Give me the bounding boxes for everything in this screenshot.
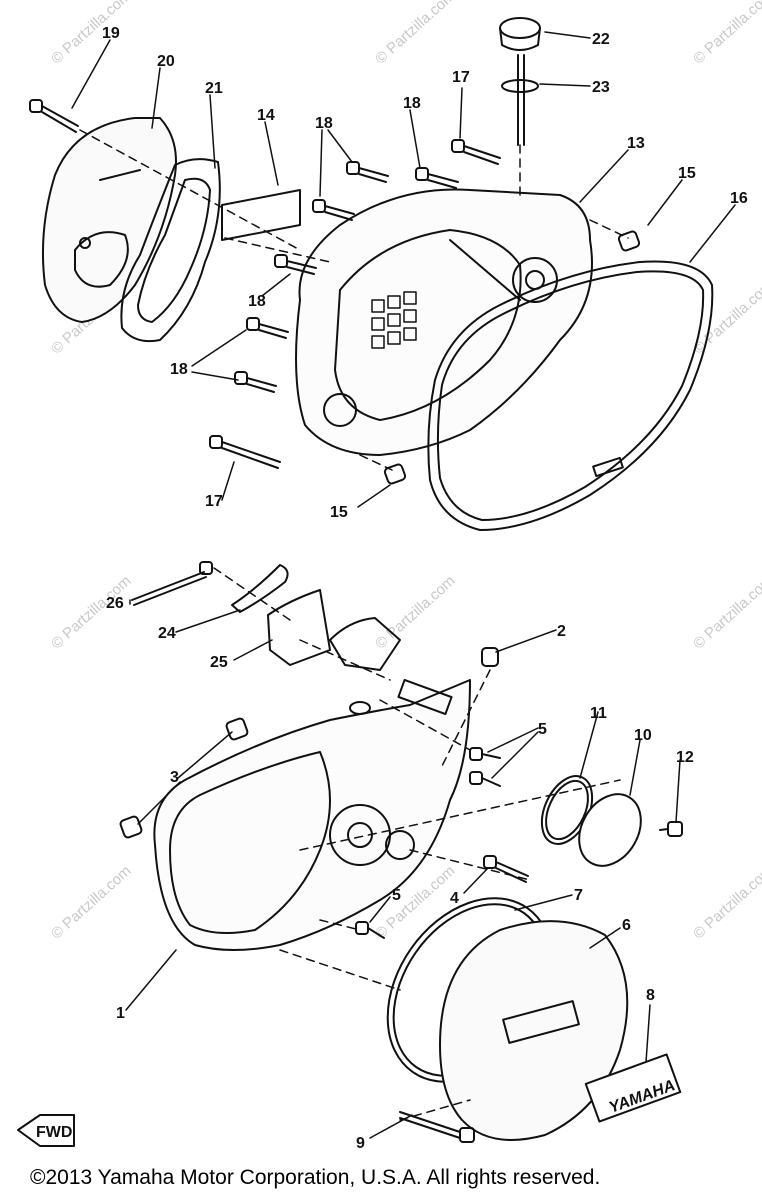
callout-1: 1: [116, 1005, 125, 1022]
callout-8: 8: [646, 987, 655, 1004]
part-18-bolt: [312, 199, 355, 221]
part-22-plug: [499, 17, 541, 146]
part-10-cap: [578, 793, 642, 867]
part-5-bolt: [355, 921, 385, 939]
callout-15: 15: [330, 504, 348, 521]
callout-4: 4: [450, 890, 459, 907]
part-1-cover: [153, 678, 471, 951]
part-8-badge: [584, 1053, 682, 1123]
fwd-arrow-icon: [17, 1114, 75, 1147]
callout-23: 23: [592, 79, 610, 96]
part-6-cover: [439, 920, 629, 1141]
callout-2: 2: [557, 623, 566, 640]
callout-15: 15: [678, 165, 696, 182]
part-2-plug: [481, 647, 499, 667]
part-25-plate: [267, 589, 331, 666]
callout-24: 24: [158, 625, 176, 642]
callout-10: 10: [634, 727, 652, 744]
part-17-bolt: [209, 435, 281, 469]
callout-5: 5: [392, 887, 401, 904]
part-21-bolt: [29, 99, 79, 133]
fwd-label: FWD: [36, 1124, 72, 1141]
callout-20: 21: [205, 80, 223, 97]
part-23-o-ring: [501, 79, 539, 93]
part-24-clamp: [231, 564, 289, 613]
part-12-bolt: [659, 821, 683, 837]
callout-18: 18: [403, 95, 421, 112]
callout-18: 18: [248, 293, 266, 310]
callout-18: 18: [170, 361, 188, 378]
callout-11: 11: [590, 705, 607, 722]
part-17-bolt: [451, 139, 501, 165]
callout-26: 26: [106, 595, 124, 612]
callout-12: 12: [676, 749, 694, 766]
part-3-dowel: [225, 717, 249, 741]
part-19-cover: [41, 117, 177, 323]
callout-16: 16: [730, 190, 748, 207]
part-14-plate: [221, 189, 301, 241]
callout-5: 5: [538, 721, 547, 738]
callout-13: 13: [627, 135, 645, 152]
callout-25: 25: [210, 654, 228, 671]
part-26-bolt: [131, 561, 213, 606]
callout-22: 22: [592, 31, 610, 48]
part-15-dowel: [383, 463, 407, 485]
part-5-bolt: [469, 747, 501, 761]
callout-17: 17: [452, 69, 470, 86]
part-18-bolt: [415, 167, 459, 189]
callout-3: 3: [170, 769, 179, 786]
callout-21: 19: [102, 25, 120, 42]
part-13-cover: [295, 188, 593, 456]
copyright-notice: ©2013 Yamaha Motor Corporation, U.S.A. A…: [30, 1166, 601, 1189]
part-18-bolt: [274, 254, 317, 275]
callout-17: 17: [205, 493, 223, 510]
part-18-bolt: [246, 317, 289, 339]
callout-6: 6: [622, 917, 631, 934]
callout-19: 20: [157, 53, 175, 70]
callout-7: 7: [574, 887, 583, 904]
part-18-bolt: [346, 161, 389, 183]
part-18-bolt: [234, 371, 277, 393]
part-20-gasket: [120, 158, 221, 343]
callout-14: 14: [257, 107, 275, 124]
callout-18: 18: [315, 115, 333, 132]
part-16-gasket: [427, 260, 714, 531]
part-15-dowel: [617, 230, 641, 252]
part-cable-guide: [329, 617, 401, 715]
callout-9: 9: [356, 1135, 365, 1152]
part-5-bolt: [469, 771, 501, 787]
part-3-dowel: [119, 815, 143, 839]
